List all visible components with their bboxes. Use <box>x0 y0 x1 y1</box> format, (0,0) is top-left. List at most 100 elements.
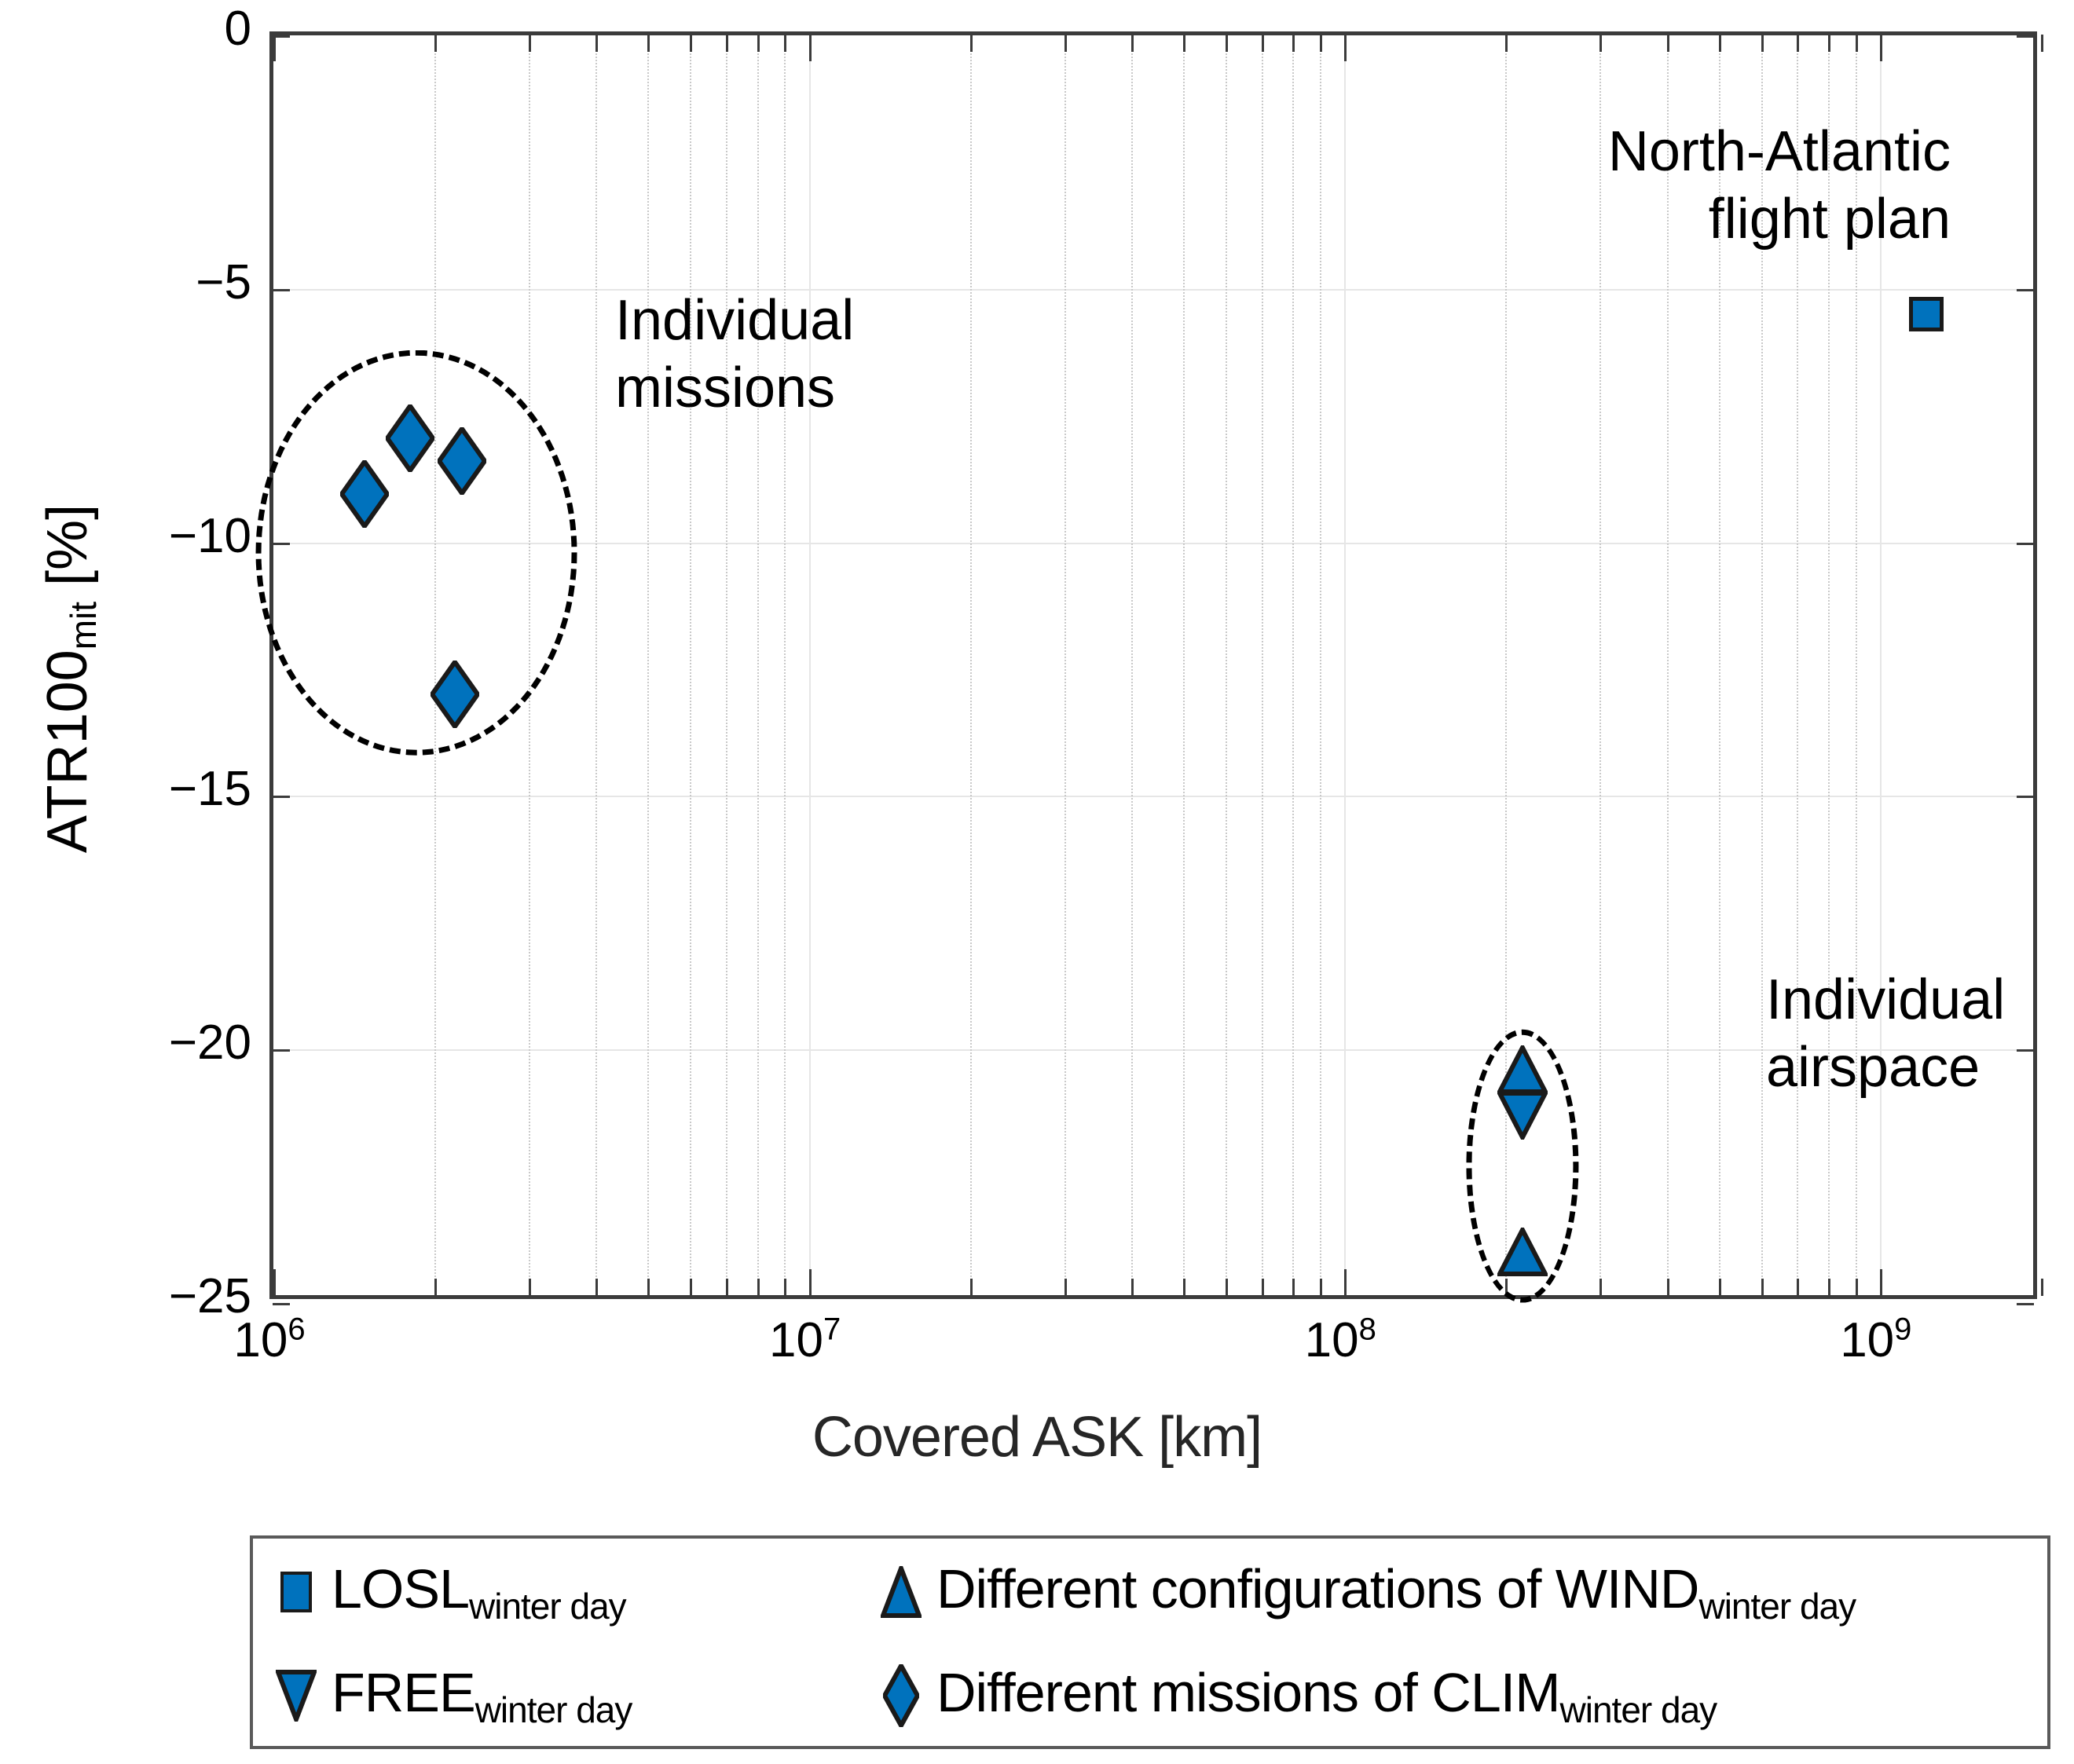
x-axis-title: Covered ASK [km] <box>812 1406 1262 1469</box>
gridline-vertical-minor <box>726 35 728 1295</box>
y-tick-mark-right <box>2017 796 2034 799</box>
x-tick-mark <box>1599 1279 1603 1296</box>
x-tick-mark <box>1797 1279 1800 1296</box>
y-tick-mark-right <box>2017 542 2034 545</box>
legend-item[interactable]: LOSLwinter day <box>261 1545 627 1639</box>
y-tick-mark <box>273 35 290 38</box>
annotation-individual-missions-line-2: missions <box>615 357 836 419</box>
x-tick-mark-top <box>1797 35 1800 52</box>
x-tick-mark-top <box>1505 35 1508 52</box>
gridline-vertical-major <box>1879 35 1882 1295</box>
gridline-vertical-minor <box>1666 35 1669 1295</box>
x-tick-mark-top <box>757 35 760 52</box>
x-tick-mark-top <box>1225 35 1228 52</box>
gridline-vertical-minor <box>1320 35 1322 1295</box>
gridline-vertical-minor <box>1183 35 1185 1295</box>
x-tick-mark-top <box>1344 35 1347 61</box>
x-tick-mark-top <box>1879 35 1882 61</box>
legend-marker-square-icon <box>261 1557 332 1627</box>
x-tick-mark <box>1879 1269 1882 1296</box>
legend-item[interactable]: Different configurations of WINDwinter d… <box>866 1545 1856 1639</box>
x-tick-label: 109 <box>1840 1312 1912 1367</box>
gridline-vertical-minor <box>1292 35 1295 1295</box>
x-tick-mark-top <box>1666 35 1669 52</box>
legend-marker-diamond-icon <box>866 1660 936 1731</box>
x-tick-mark-top <box>1718 35 1721 52</box>
gridline-vertical-minor <box>1225 35 1227 1295</box>
gridline-vertical-minor <box>1797 35 1799 1295</box>
x-tick-mark-top <box>1064 35 1067 52</box>
x-tick-mark-top <box>690 35 693 52</box>
y-tick-label: −20 <box>168 1016 251 1070</box>
legend-label-sub: winter day <box>1698 1586 1856 1627</box>
x-tick-mark-top <box>969 35 973 52</box>
data-point-square <box>1908 297 1944 332</box>
x-tick-mark <box>1183 1279 1186 1296</box>
y-tick-mark-right <box>2017 1049 2034 1052</box>
gridline-vertical-minor <box>1261 35 1263 1295</box>
y-tick-mark-right <box>2017 1303 2034 1305</box>
legend-item[interactable]: FREEwinter day <box>261 1649 632 1743</box>
y-tick-mark <box>273 288 290 291</box>
x-tick-mark <box>690 1279 693 1296</box>
legend-label: Different missions of CLIMwinter day <box>936 1663 1717 1730</box>
y-axis-title-sub: mit <box>63 601 104 650</box>
gridline-vertical-major <box>1344 35 1347 1295</box>
x-tick-label: 106 <box>233 1312 306 1367</box>
x-tick-mark <box>647 1279 650 1296</box>
x-tick-mark <box>2041 1279 2043 1296</box>
y-tick-mark-right <box>2017 288 2034 291</box>
gridline-vertical-minor <box>647 35 650 1295</box>
legend-label-sub: winter day <box>469 1586 627 1627</box>
legend-label: Different configurations of WINDwinter d… <box>936 1560 1856 1627</box>
legend-label-main: LOSL <box>332 1558 470 1619</box>
x-tick-mark-top <box>1761 35 1764 52</box>
legend-label-sub: winter day <box>475 1689 633 1730</box>
x-tick-mark-top <box>784 35 787 52</box>
x-tick-mark-top <box>1599 35 1603 52</box>
legend-marker-triangle-up-icon <box>866 1557 936 1627</box>
x-tick-mark-top <box>529 35 532 52</box>
gridline-horizontal <box>273 796 2033 798</box>
gridline-horizontal <box>273 1049 2033 1052</box>
x-tick-mark <box>1718 1279 1721 1296</box>
legend-label-main: FREE <box>332 1662 476 1723</box>
x-tick-mark <box>808 1269 812 1296</box>
x-tick-mark <box>1261 1279 1264 1296</box>
gridline-vertical-major <box>808 35 811 1295</box>
x-tick-mark-top <box>808 35 812 61</box>
x-tick-mark-top <box>1855 35 1858 52</box>
x-tick-mark-top <box>434 35 438 52</box>
x-tick-mark <box>1320 1279 1323 1296</box>
x-tick-mark-top <box>1130 35 1134 52</box>
x-tick-mark-top <box>2041 35 2043 52</box>
x-tick-mark <box>757 1279 760 1296</box>
legend-marker-triangle-down-icon <box>261 1660 332 1731</box>
y-tick-label: −15 <box>168 762 251 817</box>
x-tick-mark <box>1344 1269 1347 1296</box>
legend-item[interactable]: Different missions of CLIMwinter day <box>866 1649 1717 1743</box>
x-tick-mark-top <box>1827 35 1830 52</box>
x-tick-mark <box>529 1279 532 1296</box>
gridline-vertical-minor <box>969 35 972 1295</box>
x-tick-mark <box>726 1279 729 1296</box>
data-point-diamond <box>340 460 390 529</box>
annotation-individual-airspace-line-2: airspace <box>1766 1036 1981 1099</box>
y-tick-label: −25 <box>168 1269 251 1323</box>
gridline-vertical-minor <box>1130 35 1133 1295</box>
x-tick-mark <box>1225 1279 1228 1296</box>
annotation-north-atlantic-flight-plan-line-1: North-Atlantic <box>1607 120 1951 183</box>
annotation-ellipse-individual-missions <box>255 350 577 756</box>
data-point-diamond <box>430 661 479 729</box>
x-tick-mark-top <box>1183 35 1186 52</box>
annotation-individual-missions-line-1: Individual <box>615 289 855 352</box>
x-tick-mark <box>1130 1279 1134 1296</box>
x-tick-mark <box>969 1279 973 1296</box>
legend-label: FREEwinter day <box>332 1662 633 1730</box>
x-tick-mark-top <box>1320 35 1323 52</box>
y-tick-mark <box>273 796 290 799</box>
x-tick-mark-top <box>1261 35 1264 52</box>
